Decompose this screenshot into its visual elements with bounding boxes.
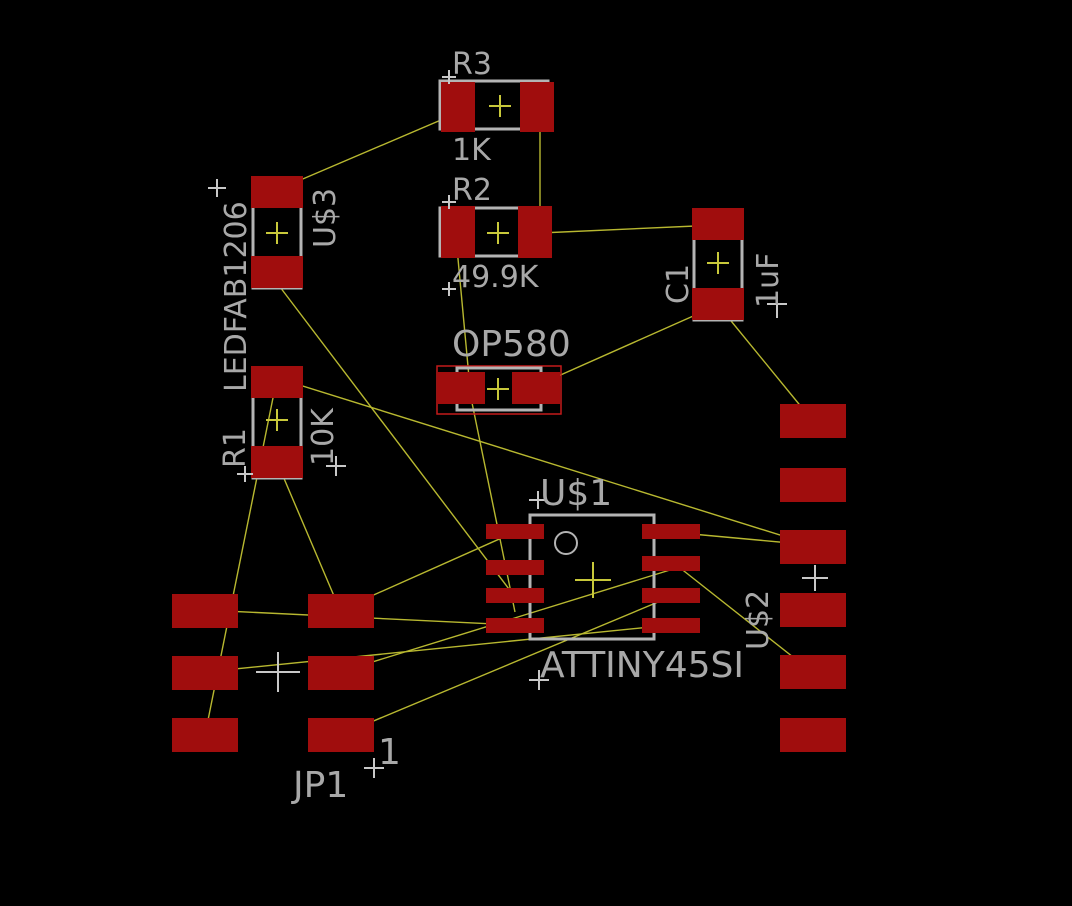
airwire <box>276 377 813 546</box>
capacitor-c1[interactable]: C1 1uF <box>661 208 787 322</box>
op580-name-label: OP580 <box>452 324 571 365</box>
us1-pin-7[interactable] <box>642 556 700 571</box>
us1-pin-4[interactable] <box>486 618 544 633</box>
us3-value-label: LEDFAB1206 <box>219 201 254 392</box>
us1-pin-3[interactable] <box>486 588 544 603</box>
c1-name-label: C1 <box>661 264 696 304</box>
r1-pad-1[interactable] <box>251 366 303 398</box>
us2-pin-4[interactable] <box>780 593 846 627</box>
us2-pin-1[interactable] <box>780 404 846 438</box>
r1-value-label: 10K <box>306 407 341 466</box>
r3-pad-1[interactable] <box>441 82 475 132</box>
jp1-pin-a3[interactable] <box>172 718 238 752</box>
us3-name-label: U$3 <box>308 188 343 248</box>
us1-name-label: U$1 <box>540 473 612 514</box>
r3-name-label: R3 <box>452 47 492 82</box>
jp1-pin-b3[interactable] <box>308 718 374 752</box>
c1-value-label: 1uF <box>751 253 786 308</box>
op580-pad-2[interactable] <box>512 372 560 404</box>
header-jp1[interactable]: JP1 1 <box>172 594 401 806</box>
airwire <box>717 304 813 421</box>
op580-pad-1[interactable] <box>437 372 485 404</box>
us2-pin-5[interactable] <box>780 655 846 689</box>
us1-pin-8[interactable] <box>642 524 700 539</box>
r2-value-label: 49.9K <box>452 260 540 295</box>
resistor-r3[interactable]: R3 1K <box>438 47 554 168</box>
r1-name-label: R1 <box>218 428 253 468</box>
jp1-name-label: JP1 <box>291 765 348 806</box>
airwire <box>204 624 671 673</box>
airwire <box>469 392 516 613</box>
us3-pad-2[interactable] <box>251 256 303 288</box>
airwire <box>539 224 719 234</box>
airwire <box>456 247 471 389</box>
airwire <box>339 596 671 736</box>
us1-body <box>528 513 656 641</box>
us1-pin-2[interactable] <box>486 560 544 575</box>
c1-pad-2[interactable] <box>692 288 744 320</box>
us1-pin-6[interactable] <box>642 588 700 603</box>
led-us3[interactable]: U$3 LEDFAB1206 <box>208 176 343 392</box>
r2-pad-2[interactable] <box>518 206 552 258</box>
us3-pad-1[interactable] <box>251 176 303 208</box>
us2-pin-3[interactable] <box>780 530 846 564</box>
us1-pin-1[interactable] <box>486 524 544 539</box>
header-us2[interactable]: U$2 <box>741 404 846 752</box>
r2-name-label: R2 <box>452 173 492 208</box>
resistor-r2[interactable]: R2 49.9K <box>438 173 552 296</box>
airwire <box>276 282 516 598</box>
airwire <box>276 113 456 191</box>
us2-pin-6[interactable] <box>780 718 846 752</box>
r3-value-label: 1K <box>452 133 492 168</box>
us1-pin1-dot <box>554 531 578 555</box>
us1-pin-5[interactable] <box>642 618 700 633</box>
airwire <box>669 559 813 673</box>
jp1-pin-a2[interactable] <box>172 656 238 690</box>
r2-pad-1[interactable] <box>441 206 475 258</box>
c1-pad-1[interactable] <box>692 208 744 240</box>
r3-pad-2[interactable] <box>520 82 554 132</box>
jp1-pin-a1[interactable] <box>172 594 238 628</box>
us2-pin-2[interactable] <box>780 468 846 502</box>
jp1-pin-b2[interactable] <box>308 656 374 690</box>
resistor-r1[interactable]: R1 10K <box>218 366 346 482</box>
ic-us1[interactable]: U$1 ATTINY45SI <box>486 473 744 690</box>
us1-value-label: ATTINY45SI <box>540 645 744 686</box>
r1-pad-2[interactable] <box>251 446 303 478</box>
jp1-pin-b1[interactable] <box>308 594 374 628</box>
airwire <box>276 461 341 611</box>
phototransistor-op580[interactable]: OP580 <box>436 324 571 415</box>
us2-name-label: U$2 <box>741 590 776 650</box>
jp1-pin1-label: 1 <box>378 732 401 773</box>
